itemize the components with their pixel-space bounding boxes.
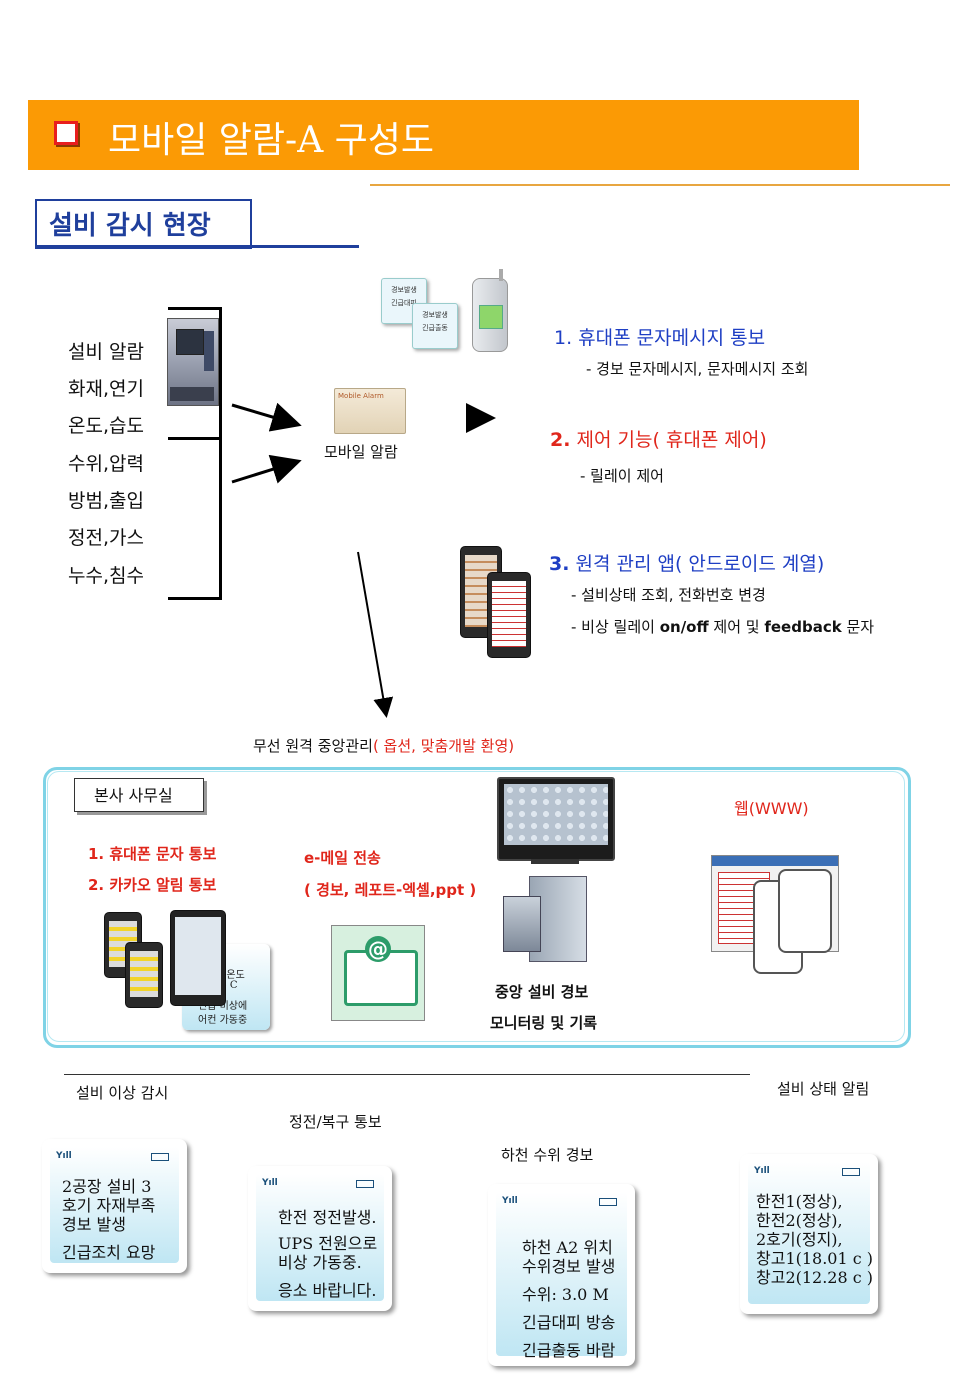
bracket-bottom xyxy=(168,597,222,600)
feature-1-title: 1. 휴대폰 문자메시지 통보 xyxy=(554,327,766,349)
battery-icon xyxy=(599,1198,617,1206)
section-title-box xyxy=(35,199,252,249)
sensor-power-gas: 정전,가스 xyxy=(68,527,144,549)
sms-card-status: Yıll 한전1(정상), 한전2(정상), 2호기(정지), 창고1(18.0… xyxy=(740,1154,878,1314)
feature-2-sub: - 릴레이 제어 xyxy=(580,467,664,485)
machine-image xyxy=(167,318,219,406)
signal-bars-icon: Yıll xyxy=(262,1178,278,1188)
section-title: 설비 감시 현장 xyxy=(49,211,211,241)
battery-icon xyxy=(356,1180,374,1188)
sensor-security-access: 방범,출입 xyxy=(68,490,144,512)
feature-3-sub1: - 설비상태 조회, 전화번호 변경 xyxy=(571,586,766,604)
feature-1-sub: - 경보 문자메시지, 문자메시지 조회 xyxy=(586,360,809,378)
office-label-box xyxy=(74,778,204,812)
sms-card-equipment: Yıll 2공장 설비 3 호기 자재부족 경보 발생 긴급조치 요망 xyxy=(42,1139,187,1273)
bracket-vertical xyxy=(219,307,222,600)
arrow-to-central xyxy=(357,551,394,718)
sensor-leak-flood: 누수,침수 xyxy=(68,565,144,587)
caption-river-level: 하천 수위 경보 xyxy=(501,1146,594,1164)
notify-kakao: 2. 카카오 알림 통보 xyxy=(88,876,217,894)
title-bar xyxy=(28,100,859,170)
sms-card-river: Yıll 하천 A2 위치 수위경보 발생 수위: 3.0 M 긴급대피 방송 … xyxy=(488,1184,635,1366)
bracket-middle xyxy=(168,437,222,440)
sensor-equipment-alarm: 설비 알람 xyxy=(68,341,144,363)
email-icon: @ xyxy=(331,925,425,1021)
connection-arrows xyxy=(231,402,496,718)
email-detail: ( 경보, 레포트-엑셀,ppt ) xyxy=(304,881,477,899)
web-label: 웹(WWW) xyxy=(734,799,809,818)
mobile-alarm-device: Mobile Alarm xyxy=(334,388,406,434)
monitoring-title: 중앙 설비 경보 xyxy=(495,983,589,1001)
sensor-fire-smoke: 화재,연기 xyxy=(68,378,144,400)
central-management-inner xyxy=(47,771,905,1042)
arrow-lower-to-device xyxy=(231,454,302,484)
divider-line xyxy=(64,1074,750,1075)
central-caption: 무선 원격 중앙관리( 옵션, 맞춤개발 환영) xyxy=(253,737,515,755)
office-label: 본사 사무실 xyxy=(94,786,173,805)
email-title: e-메일 전송 xyxy=(304,849,381,867)
notify-sms: 1. 휴대폰 문자 통보 xyxy=(88,845,217,863)
sms-card-power: Yıll 한전 정전발생. UPS 전원으로 비상 가동중. 응소 바랍니다. xyxy=(248,1166,392,1311)
flip-phone-image xyxy=(472,269,508,352)
feature-3-title: 3. 원격 관리 앱( 안드로이드 계열) xyxy=(549,553,825,575)
signal-bars-icon: Yıll xyxy=(56,1151,72,1161)
section-underline xyxy=(35,245,359,248)
checkbox-bullet-icon xyxy=(54,121,78,145)
monitor-stand xyxy=(531,859,579,864)
sensor-level-pressure: 수위,압력 xyxy=(68,453,144,475)
signal-bars-icon: Yıll xyxy=(754,1166,770,1176)
title-underline xyxy=(370,184,950,186)
monitor-icon xyxy=(497,777,615,861)
device-brand: Mobile Alarm xyxy=(338,392,384,400)
feature-3-sub2: - 비상 릴레이 on/off 제어 및 feedback 문자 xyxy=(571,618,875,636)
page-title: 모바일 알람-A 구성도 xyxy=(108,120,435,161)
device-label: 모바일 알람 xyxy=(324,443,398,461)
smartphone-image-front xyxy=(487,572,531,658)
web-phone-2 xyxy=(778,869,832,953)
computer-icon xyxy=(503,876,587,964)
caption-power-notify: 정전/복구 통보 xyxy=(289,1113,382,1131)
office-phone-3 xyxy=(170,910,226,1006)
office-phone-2 xyxy=(125,942,163,1008)
battery-icon xyxy=(151,1153,169,1161)
sensor-temp-humidity: 온도,습도 xyxy=(68,415,144,437)
bracket-top xyxy=(168,307,222,310)
monitoring-subtitle: 모니터링 및 기록 xyxy=(490,1014,598,1032)
arrow-upper-to-device xyxy=(231,402,302,432)
feature-2-title: 2. 제어 기능( 휴대폰 제어) xyxy=(550,429,767,451)
signal-bars-icon: Yıll xyxy=(502,1196,518,1206)
central-management-box xyxy=(43,767,911,1048)
caption-status-report: 설비 상태 알림 xyxy=(777,1080,870,1098)
battery-icon xyxy=(842,1168,860,1176)
caption-equipment-monitor: 설비 이상 감시 xyxy=(76,1084,169,1102)
